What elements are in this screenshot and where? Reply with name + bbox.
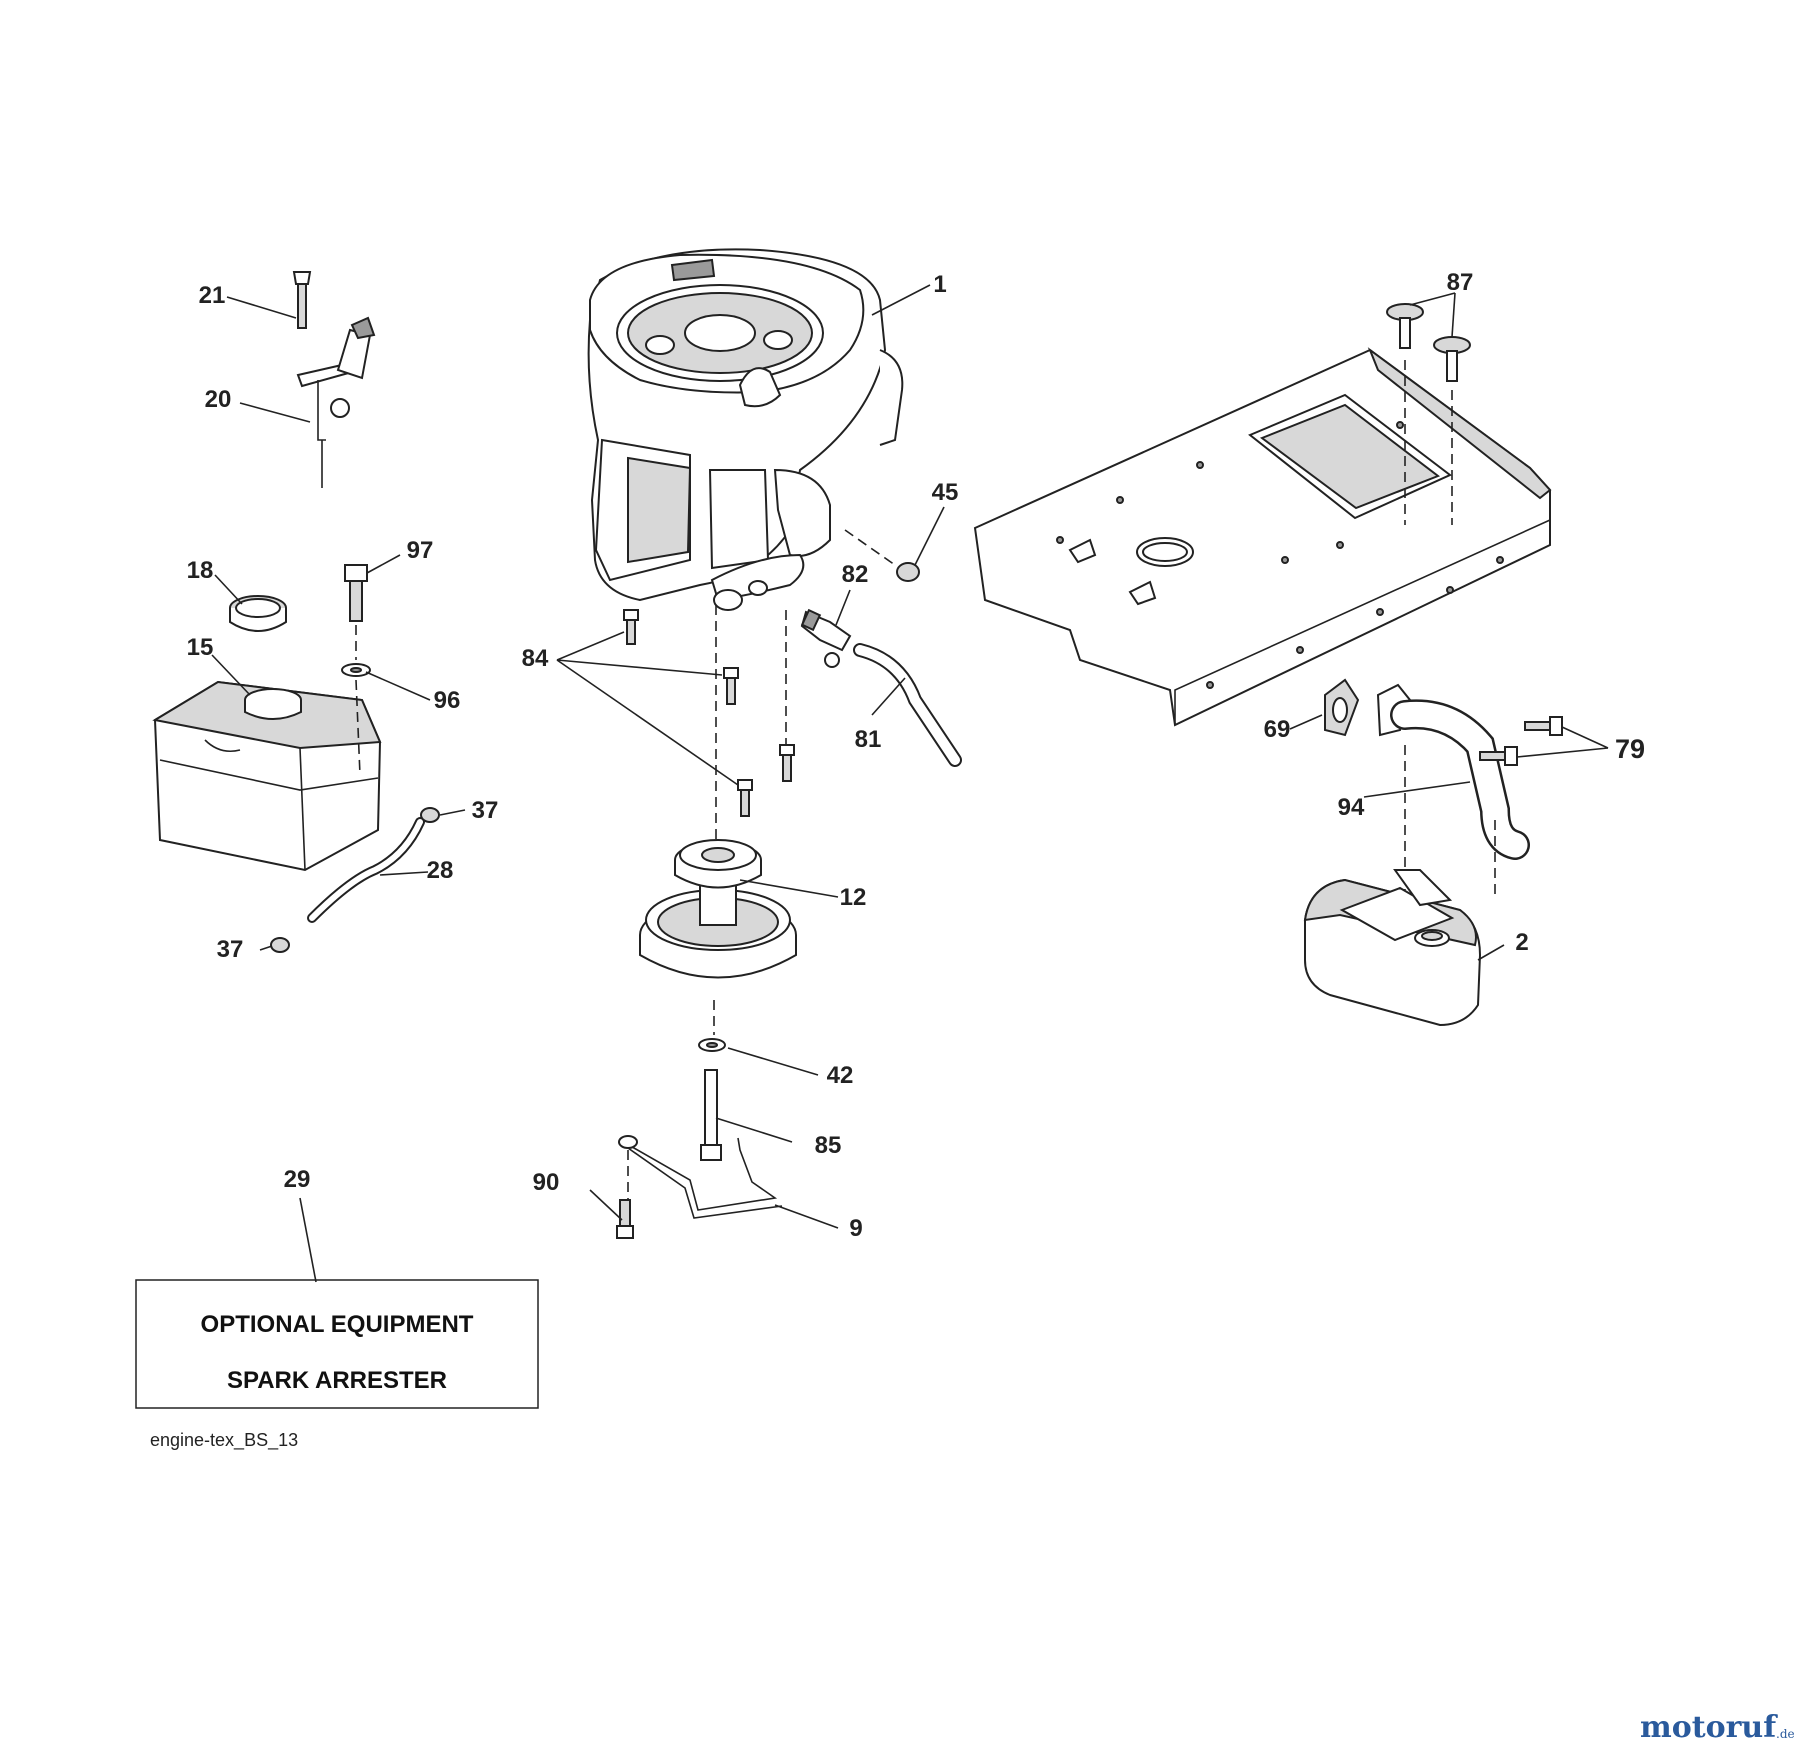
label-part-84: 84 [522,645,549,672]
screws-79 [1479,716,1563,766]
part-labels: 1 2 9 12 15 18 20 21 28 29 37 37 42 45 6… [187,269,1645,1242]
label-part-2: 2 [1515,929,1528,956]
label-part-29: 29 [284,1166,311,1193]
label-part-18: 18 [187,557,214,584]
watermark-logo: motoruf .de [1640,1710,1795,1745]
leader-lines [211,284,1609,1283]
label-part-12: 12 [840,884,867,911]
watermark-suffix: .de [1776,1727,1795,1741]
pulley-12 [639,839,797,1035]
bracket-9 [616,1135,783,1239]
optional-equipment-box: OPTIONAL EQUIPMENT SPARK ARRESTER [135,1279,539,1409]
optional-equipment-title: OPTIONAL EQUIPMENT [201,1311,474,1338]
bolts-84 [623,605,795,850]
gasket-69 [1324,678,1360,737]
label-part-82: 82 [842,561,869,588]
label-part-94: 94 [1338,794,1365,821]
throttle-control [292,271,376,488]
label-part-87: 87 [1447,269,1474,296]
label-part-37-bottom: 37 [217,936,244,963]
label-part-97: 97 [407,537,434,564]
fuel-fitting-82 [800,608,962,767]
fuel-cap [229,595,287,632]
label-part-37-top: 37 [472,797,499,824]
label-part-28: 28 [427,857,454,884]
label-part-69: 69 [1264,716,1291,743]
label-part-81: 81 [855,726,882,753]
watermark-main: motoruf [1640,1710,1778,1745]
label-part-90: 90 [533,1169,560,1196]
label-part-42: 42 [827,1062,854,1089]
bolt-85 [698,1038,726,1161]
label-part-20: 20 [205,386,232,413]
label-part-45: 45 [932,479,959,506]
label-part-21: 21 [199,282,226,309]
engine [587,248,904,611]
nut-45 [844,529,920,582]
frame-plate [973,347,1552,727]
label-part-9: 9 [849,1215,862,1242]
exhaust-pipe-94 [1376,683,1530,895]
fuel-line [270,807,440,953]
label-part-15: 15 [187,634,214,661]
label-part-1: 1 [933,271,946,298]
label-part-85: 85 [815,1132,842,1159]
fuel-tank [152,680,382,872]
label-part-96: 96 [434,687,461,714]
diagram-code: engine-tex_BS_13 [150,1430,298,1451]
muffler-2 [1303,869,1482,1027]
label-part-79: 79 [1615,734,1645,764]
spark-arrester-label: SPARK ARRESTER [227,1367,447,1394]
